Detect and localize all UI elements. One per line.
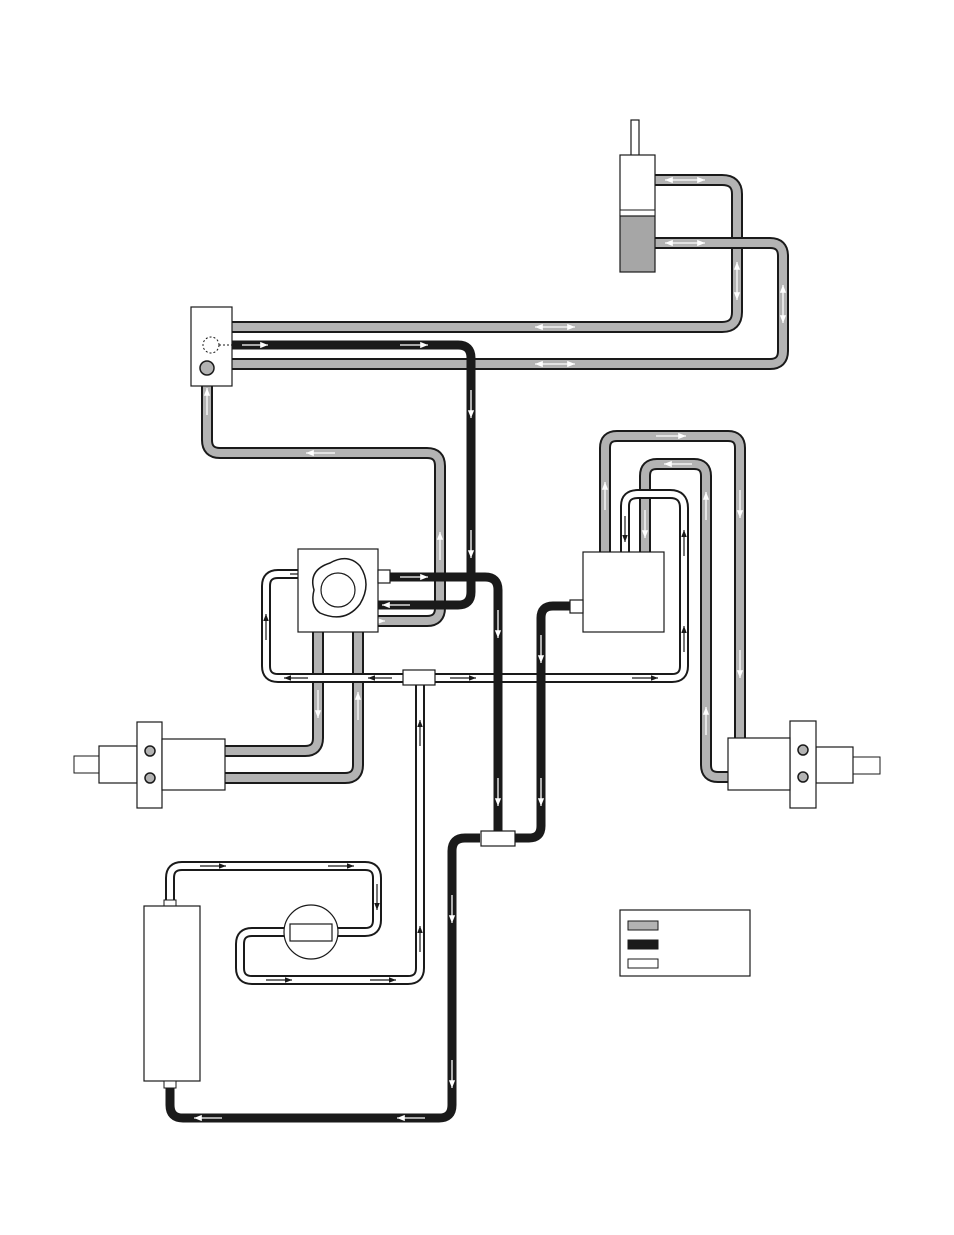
pressure-line xyxy=(150,632,318,751)
tee-fitting xyxy=(481,831,515,846)
hose-lines xyxy=(150,180,803,1118)
suction-line xyxy=(170,866,377,932)
pressure-line xyxy=(645,464,803,777)
left-steering-cylinder xyxy=(74,722,225,808)
suction-line-fill xyxy=(170,866,377,932)
reservoir xyxy=(144,900,200,1088)
legend-swatch-suction xyxy=(628,959,658,968)
legend xyxy=(620,910,750,976)
pressure-line-fill xyxy=(232,180,737,327)
return-line xyxy=(515,606,575,838)
lift-cylinder xyxy=(620,120,655,272)
pressure-line-fill xyxy=(150,632,318,751)
right-steering-cylinder xyxy=(728,721,880,808)
legend-swatch-return xyxy=(628,940,658,949)
legend-swatch-pressure xyxy=(628,921,658,930)
pressure-line-fill xyxy=(645,464,803,777)
control-valve xyxy=(191,307,232,386)
pressure-line xyxy=(232,180,737,327)
tee-fitting xyxy=(403,670,435,685)
filter xyxy=(284,905,338,959)
steering-pump xyxy=(298,549,390,632)
steering-valve xyxy=(570,552,664,632)
